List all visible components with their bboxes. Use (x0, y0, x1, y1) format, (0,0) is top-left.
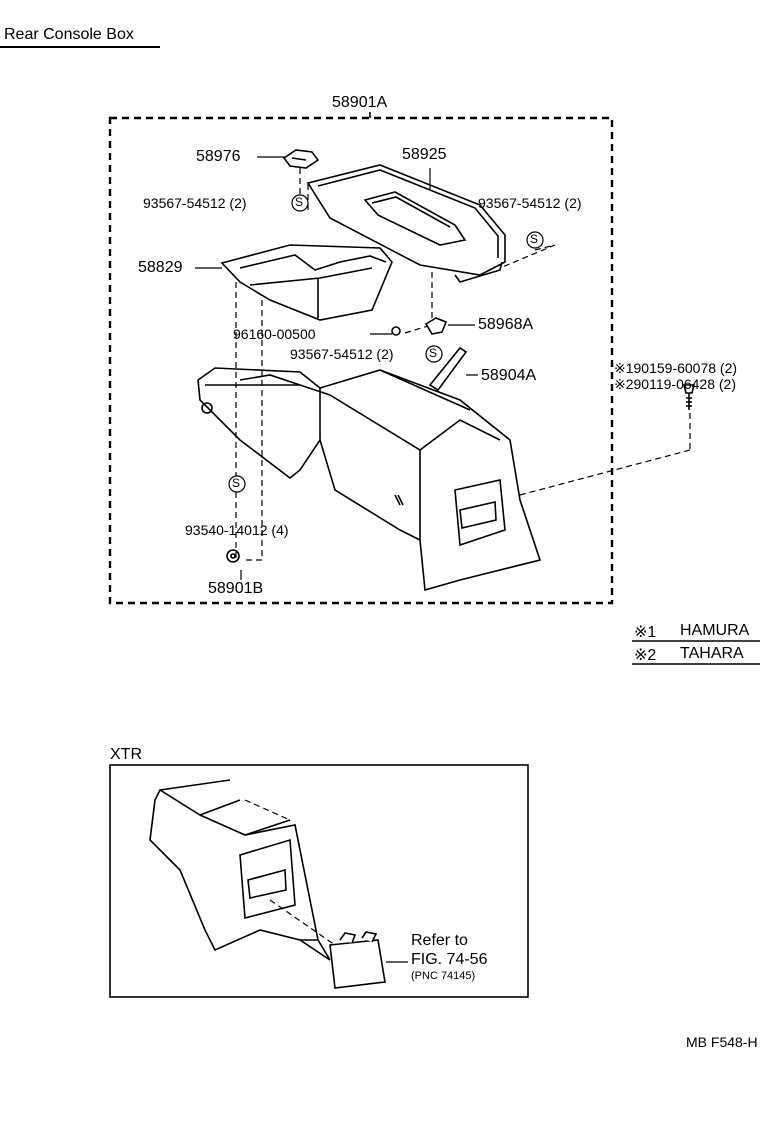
xtr-refer-line-3: (PNC 74145) (411, 970, 476, 982)
label-bolt-2: ※290119-06428 (2) (614, 376, 737, 392)
s-mark-4: S (232, 476, 241, 490)
label-58968a: 58968A (478, 316, 534, 333)
assembly-boundary (108, 116, 614, 605)
stay (428, 346, 468, 392)
label-screw-mid: 93567-54512 (2) (290, 346, 394, 362)
s-marker (228, 475, 246, 493)
legend-mark-2: ※2 (634, 647, 657, 664)
s-marker (291, 194, 309, 212)
clip (391, 326, 401, 336)
legend-plant-1: HAMURA (680, 622, 750, 639)
xtr-refer-line-2: FIG. 74-56 (411, 951, 488, 968)
drawing-code: MB F548-H (686, 1034, 758, 1050)
label-assy: 58901A (332, 94, 388, 111)
xtr-frame (109, 764, 529, 998)
console-lid (306, 164, 506, 283)
label-58925: 58925 (402, 146, 447, 163)
s-marker (526, 231, 544, 249)
hinge (424, 317, 448, 335)
label-screw-left: 93567-54512 (2) (143, 195, 247, 211)
title-underline (0, 46, 160, 48)
label-58901b: 58901B (208, 580, 264, 597)
s-marker (425, 345, 443, 363)
label-58904a: 58904A (481, 367, 537, 384)
label-screw-low: 93540-14012 (4) (185, 522, 289, 538)
grommet (226, 549, 240, 563)
bolt (682, 384, 696, 410)
label-58829: 58829 (138, 259, 183, 276)
s-mark-3: S (429, 346, 438, 360)
lock-knob (282, 149, 320, 169)
xtr-cover (329, 931, 386, 989)
page-title: Rear Console Box (4, 26, 134, 43)
console-body (197, 367, 542, 592)
s-mark-1: S (295, 195, 304, 209)
legend-plant-2: TAHARA (680, 645, 744, 662)
label-bolt-1: ※190159-60078 (2) (614, 360, 738, 376)
xtr-refer-line-1: Refer to (411, 932, 468, 949)
s-mark-2: S (530, 232, 539, 246)
legend-mark-1: ※1 (634, 624, 657, 641)
label-58976: 58976 (196, 148, 241, 165)
xtr-console (149, 779, 331, 961)
tray (220, 244, 393, 321)
label-96160: 96160-00500 (233, 326, 316, 342)
label-screw-right: 93567-54512 (2) (478, 195, 582, 211)
xtr-label: XTR (110, 746, 142, 763)
